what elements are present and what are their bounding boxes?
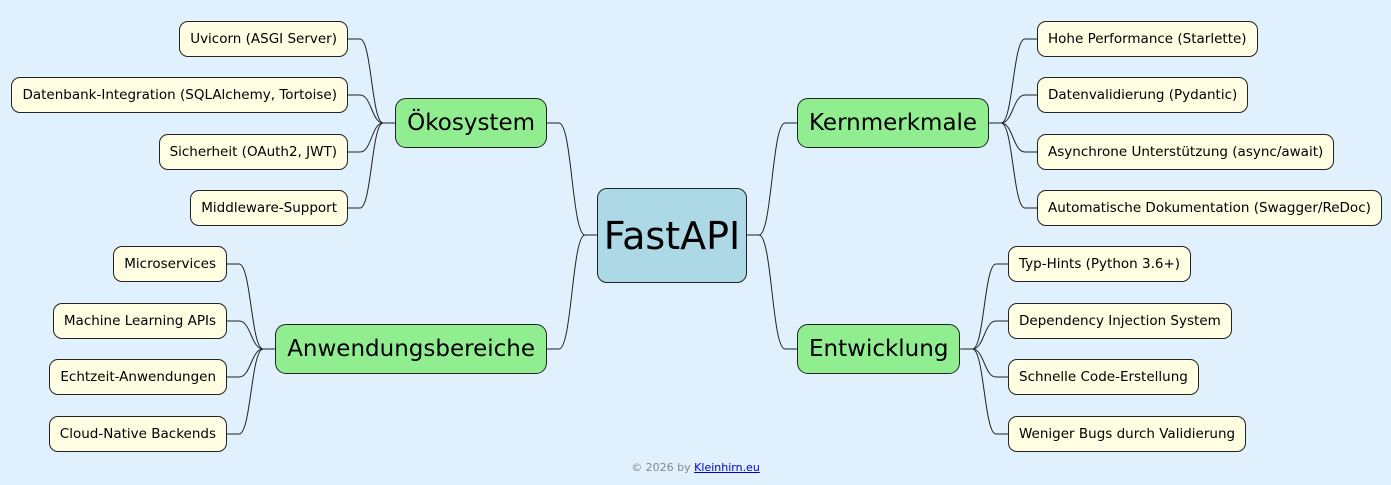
leaf-node[interactable]: Microservices [113,246,227,282]
footer: © 2026 by Kleinhirn.eu [0,461,1391,474]
leaf-node[interactable]: Weniger Bugs durch Validierung [1008,416,1247,452]
leaf-connector [227,263,276,350]
footer-copyright: © 2026 by [631,461,691,474]
leaf-connector [989,38,1037,124]
leaf-connector [227,348,276,435]
leaf-connector [348,38,396,124]
leaf-node[interactable]: Automatische Dokumentation (Swagger/ReDo… [1037,190,1382,226]
branch-connector [747,234,797,350]
leaf-connector [989,94,1037,124]
leaf-connector [348,94,396,124]
leaf-connector [960,320,1008,350]
leaf-connector [989,122,1037,209]
leaf-node[interactable]: Datenbank-Integration (SQLAlchemy, Torto… [11,77,348,113]
leaf-node[interactable]: Hohe Performance (Starlette) [1037,21,1258,57]
leaf-connector [960,348,1008,435]
branch-node-2[interactable]: Kernmerkmale [797,98,990,148]
leaf-node[interactable]: Machine Learning APIs [52,303,227,339]
branch-node-3[interactable]: Entwicklung [797,324,961,374]
leaf-connector [989,122,1037,153]
branch-node-0[interactable]: Ökosystem [395,98,547,148]
leaf-node[interactable]: Cloud-Native Backends [48,416,227,452]
leaf-node[interactable]: Datenvalidierung (Pydantic) [1037,77,1249,113]
leaf-node[interactable]: Uvicorn (ASGI Server) [179,21,348,57]
leaf-node[interactable]: Middleware-Support [190,190,348,226]
leaf-connector [960,263,1008,350]
leaf-node[interactable]: Sicherheit (OAuth2, JWT) [158,134,348,170]
leaf-connector [348,122,396,209]
leaf-node[interactable]: Schnelle Code-Erstellung [1008,359,1199,395]
leaf-connector [227,320,276,350]
branch-node-1[interactable]: Anwendungsbereiche [275,324,547,374]
leaf-node[interactable]: Asynchrone Unterstützung (async/await) [1037,134,1335,170]
footer-link[interactable]: Kleinhirn.eu [694,461,760,474]
leaf-connector [960,348,1008,378]
leaf-connector [227,348,276,378]
leaf-node[interactable]: Typ-Hints (Python 3.6+) [1008,246,1192,282]
branch-connector [747,122,797,236]
leaf-node[interactable]: Echtzeit-Anwendungen [49,359,227,395]
branch-connector [547,122,597,236]
center-node[interactable]: FastAPI [597,188,747,283]
leaf-connector [348,122,396,153]
branch-connector [547,234,597,350]
leaf-node[interactable]: Dependency Injection System [1008,303,1232,339]
